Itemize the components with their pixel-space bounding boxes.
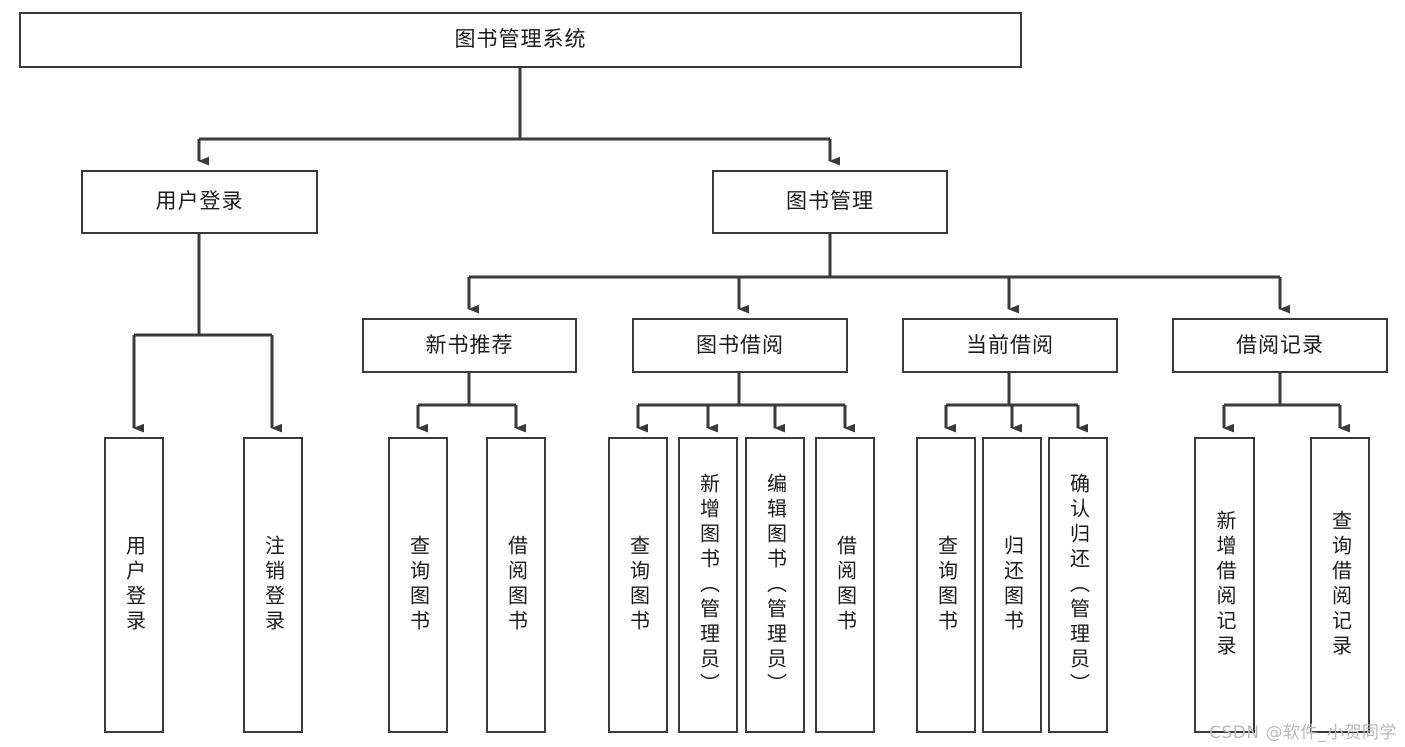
node-label: 归还图书: [1000, 535, 1025, 635]
node-label: 图书管理: [786, 189, 874, 214]
leaf-user-login[interactable]: 用户登录: [104, 437, 164, 733]
node-label: 借阅图书: [504, 535, 529, 635]
node-borrow-record[interactable]: 借阅记录: [1172, 318, 1388, 373]
node-label: 查询图书: [406, 535, 431, 635]
leaf-query-borrow-record[interactable]: 查询借阅记录: [1310, 437, 1370, 733]
node-label: 查询图书: [934, 535, 959, 635]
node-label: 新增图书（管理员）: [696, 472, 721, 698]
node-label: 确认归还（管理员）: [1066, 472, 1091, 698]
node-label: 新书推荐: [425, 332, 514, 357]
node-label: 查询图书: [626, 535, 651, 635]
node-new-book-recommend[interactable]: 新书推荐: [362, 318, 577, 373]
node-label: 借阅记录: [1236, 332, 1324, 357]
node-label: 借阅图书: [833, 535, 858, 635]
leaf-borrow-book[interactable]: 借阅图书: [815, 437, 875, 733]
node-book-management[interactable]: 图书管理: [712, 170, 948, 234]
leaf-query-book-current[interactable]: 查询图书: [916, 437, 976, 733]
node-label: 图书管理系统: [454, 27, 587, 52]
node-current-borrow[interactable]: 当前借阅: [902, 318, 1118, 373]
leaf-confirm-return-admin[interactable]: 确认归还（管理员）: [1048, 437, 1108, 733]
leaf-query-book-recommend[interactable]: 查询图书: [388, 437, 448, 733]
node-label: 图书借阅: [696, 332, 784, 357]
node-root[interactable]: 图书管理系统: [19, 12, 1022, 68]
leaf-return-book[interactable]: 归还图书: [982, 437, 1042, 733]
node-label: 新增借阅记录: [1213, 510, 1237, 660]
node-label: 当前借阅: [966, 332, 1054, 357]
leaf-add-book-admin[interactable]: 新增图书（管理员）: [678, 437, 738, 733]
node-label: 编辑图书（管理员）: [763, 472, 788, 698]
watermark: CSDN @软件_小贺同学: [1209, 723, 1397, 743]
leaf-edit-book-admin[interactable]: 编辑图书（管理员）: [745, 437, 805, 733]
node-label: 用户登录: [155, 189, 244, 214]
node-label: 注销登录: [261, 535, 286, 635]
leaf-logout[interactable]: 注销登录: [243, 437, 303, 733]
node-label: 用户登录: [122, 535, 147, 635]
node-label: 查询借阅记录: [1328, 510, 1353, 660]
leaf-add-borrow-record[interactable]: 新增借阅记录: [1194, 437, 1255, 733]
node-user-login[interactable]: 用户登录: [81, 170, 318, 234]
leaf-query-book-borrow[interactable]: 查询图书: [608, 437, 668, 733]
node-book-borrow[interactable]: 图书借阅: [632, 318, 848, 373]
leaf-borrow-book-recommend[interactable]: 借阅图书: [486, 437, 546, 733]
